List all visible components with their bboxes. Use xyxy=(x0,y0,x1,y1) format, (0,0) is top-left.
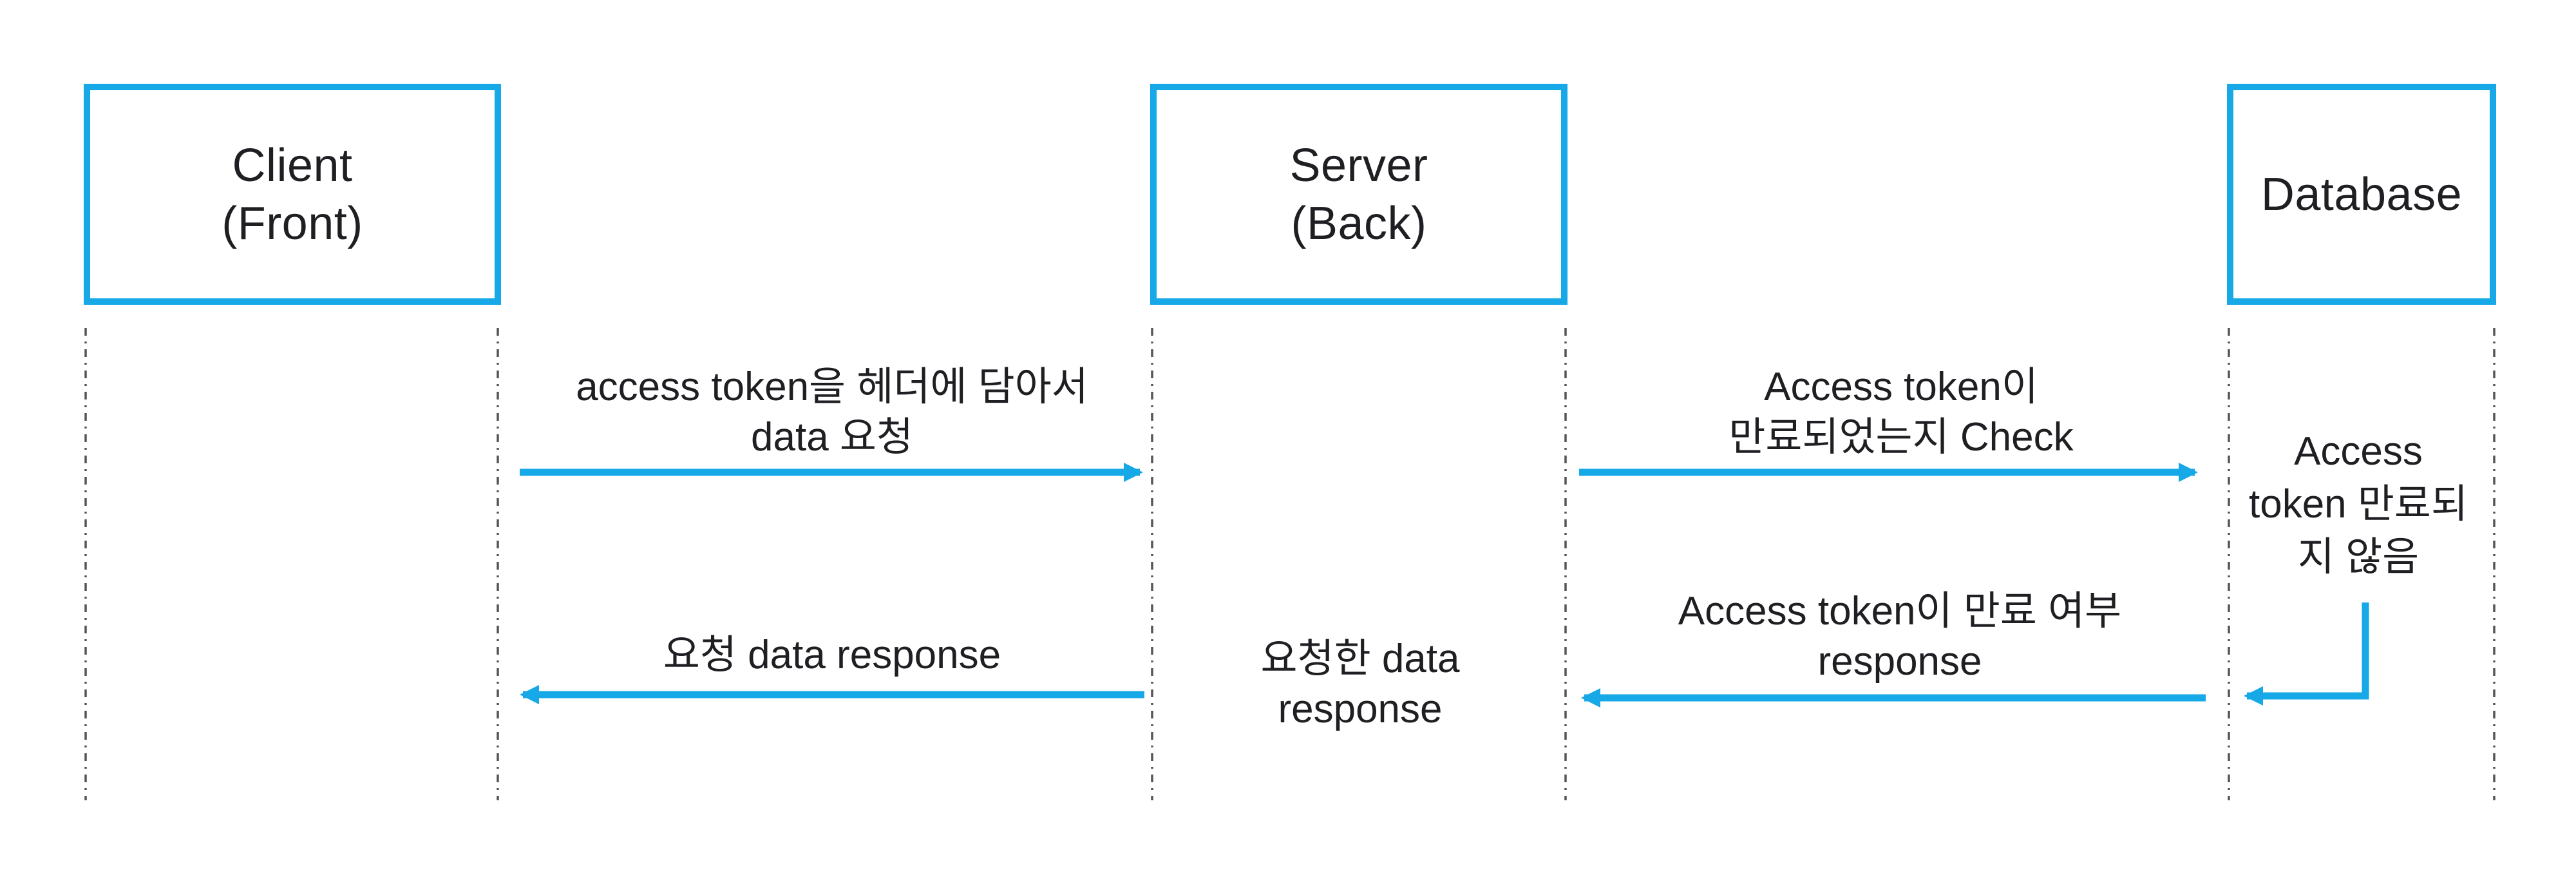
message-label-request-data: access token을 헤더에 담아서 data 요청 xyxy=(510,362,1154,463)
note-token-not-expired-line1: Access xyxy=(2294,429,2423,474)
message-label-expiry-response: Access token이 만료 여부 response xyxy=(1578,586,2222,687)
note-server-response-line1: 요청한 data xyxy=(1260,637,1460,681)
note-token-not-expired-line3: 지 않음 xyxy=(2297,535,2420,579)
actor-label-server-line2: (Back) xyxy=(1291,197,1427,249)
note-label-server-response: 요청한 data response xyxy=(1199,634,1521,735)
arrow-token-not-expired-self xyxy=(2244,602,2369,706)
message-expiry-response-line1: Access token이 만료 여부 xyxy=(1678,589,2122,633)
message-label-check-token: Access token이 만료되었는지 Check xyxy=(1579,362,2223,463)
message-check-line2: 만료되었는지 Check xyxy=(1728,415,2074,459)
message-label-data-response: 요청 data response xyxy=(510,630,1154,680)
message-data-response-line1: 요청 data response xyxy=(663,633,1001,677)
actor-box-database: Database xyxy=(2227,84,2496,305)
note-server-response-line2: response xyxy=(1278,687,1443,731)
actor-box-server: Server (Back) xyxy=(1150,84,1567,305)
actor-label-client-line2: (Front) xyxy=(222,197,363,249)
actor-label-database-line1: Database xyxy=(2260,168,2463,220)
message-expiry-response-line2: response xyxy=(1817,639,1982,684)
actor-box-client: Client (Front) xyxy=(84,84,501,305)
message-check-line1: Access token이 xyxy=(1764,365,2038,409)
actor-label-client-line1: Client xyxy=(232,139,353,191)
message-request-line1: access token을 헤더에 담아서 xyxy=(576,365,1088,409)
note-label-token-not-expired: Access token 만료되 지 않음 xyxy=(2220,425,2497,584)
actor-label-server-line1: Server xyxy=(1289,139,1428,191)
message-request-line2: data 요청 xyxy=(751,415,913,459)
note-token-not-expired-line2: token 만료되 xyxy=(2248,482,2468,526)
